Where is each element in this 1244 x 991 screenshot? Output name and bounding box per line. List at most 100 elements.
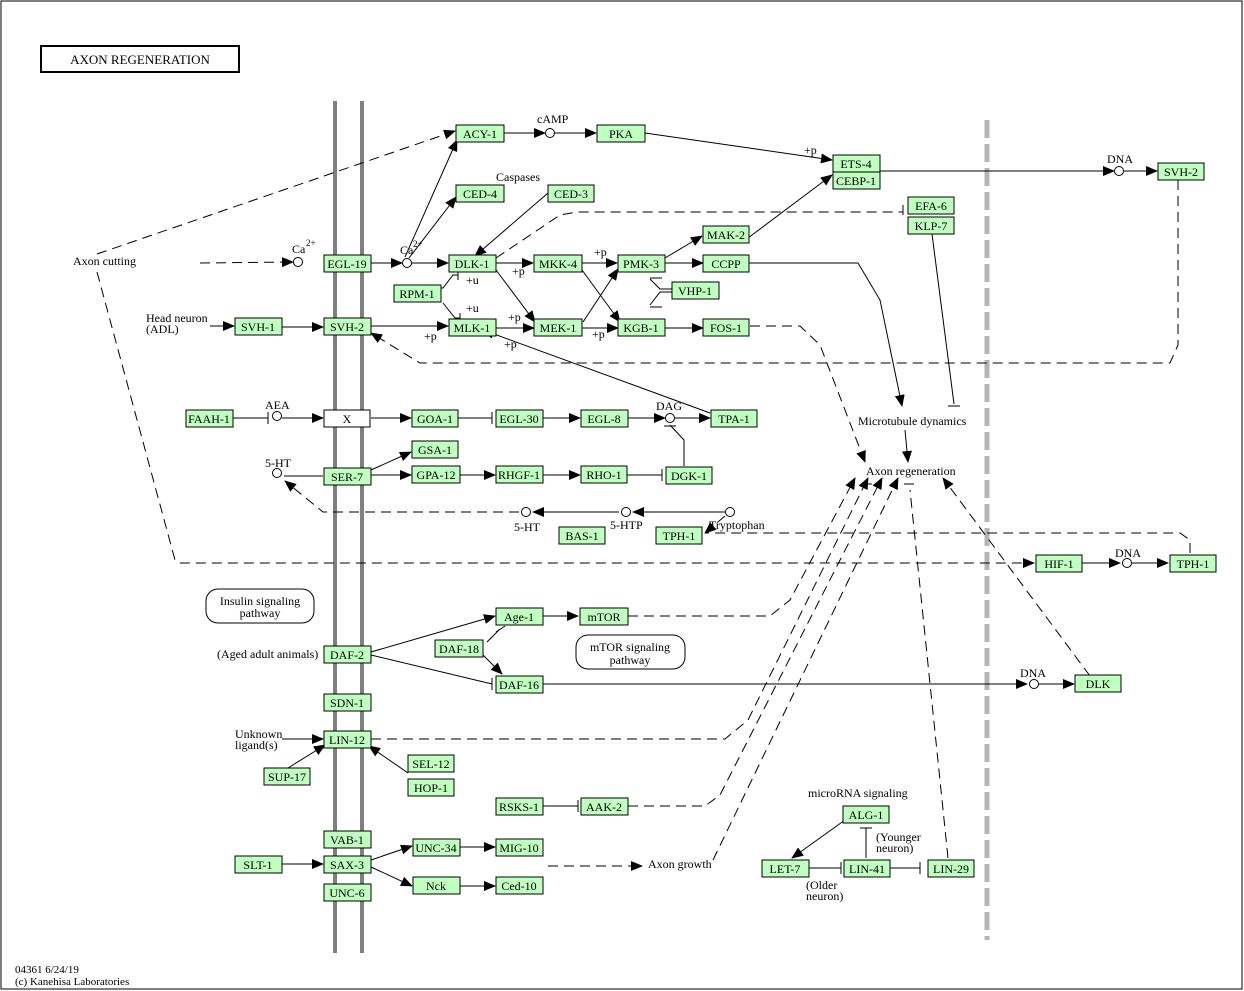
svg-text:SUP-17: SUP-17 <box>268 770 306 784</box>
phospho-label: +p <box>424 329 437 343</box>
svg-text:PMK-3: PMK-3 <box>623 257 659 271</box>
gene-ced10[interactable]: Ced-10 <box>495 876 544 895</box>
gene-vhp1[interactable]: VHP-1 <box>671 281 720 300</box>
gene-goa1[interactable]: GOA-1 <box>411 409 459 428</box>
gene-fos1[interactable]: FOS-1 <box>702 318 750 337</box>
dna-compound[interactable] <box>1114 166 1124 176</box>
unknown-ligand-label: Unknown <box>235 727 282 741</box>
calcium-compound[interactable] <box>293 257 303 267</box>
gene-ced4[interactable]: CED-4 <box>455 184 505 203</box>
gene-lin41[interactable]: LIN-41 <box>843 859 891 878</box>
svg-text:EGL-8: EGL-8 <box>587 412 620 426</box>
gene-tph1[interactable]: TPH-1 <box>655 526 703 545</box>
aea-compound[interactable] <box>272 411 282 421</box>
gene-svh1[interactable]: SVH-1 <box>234 317 283 336</box>
ubiquitin-label: +u <box>466 273 479 287</box>
gene-unc6[interactable]: UNC-6 <box>323 883 372 902</box>
gene-pka[interactable]: PKA <box>596 124 646 143</box>
gene-mtor[interactable]: mTOR <box>579 607 629 626</box>
svg-text:ETS-4: ETS-4 <box>840 157 871 171</box>
gene-acy1[interactable]: ACY-1 <box>455 124 505 143</box>
gene-efa6[interactable]: EFA-6 <box>907 196 955 215</box>
gene-tpa1[interactable]: TPA-1 <box>710 409 758 428</box>
serotonin-compound[interactable] <box>521 507 531 517</box>
phospho-label: +p <box>594 245 607 259</box>
calcium-compound[interactable] <box>402 258 412 268</box>
svg-text:CED-4: CED-4 <box>463 187 497 201</box>
gene-sel12[interactable]: SEL-12 <box>407 754 455 773</box>
gene-ets4[interactable]: ETS-4 <box>832 154 881 173</box>
gene-gpa12[interactable]: GPA-12 <box>411 465 461 484</box>
svg-text:LIN-41: LIN-41 <box>849 862 885 876</box>
svg-text:SAX-3: SAX-3 <box>330 858 364 872</box>
gene-dgk1[interactable]: DGK-1 <box>665 466 713 485</box>
gene-svh2-nuclear[interactable]: SVH-2 <box>1157 162 1205 181</box>
svg-text:CED-3: CED-3 <box>554 187 588 201</box>
gene-pmk3[interactable]: PMK-3 <box>617 254 666 273</box>
gene-x[interactable]: X <box>323 409 371 428</box>
dna-compound[interactable] <box>1122 558 1132 568</box>
svg-text:HIF-1: HIF-1 <box>1044 557 1073 571</box>
gene-dlk[interactable]: DLK <box>1074 674 1122 693</box>
gene-ced3[interactable]: CED-3 <box>547 184 595 203</box>
svg-text:DLK-1: DLK-1 <box>455 257 490 271</box>
5-htp-compound[interactable] <box>621 507 631 517</box>
gene-age1[interactable]: Age-1 <box>495 607 544 626</box>
gene-rhgf1[interactable]: RHGF-1 <box>495 465 544 484</box>
gene-slt1[interactable]: SLT-1 <box>234 855 283 874</box>
map-insulin-signaling[interactable]: Insulin signaling pathway <box>205 588 315 624</box>
gene-alg1[interactable]: ALG-1 <box>842 805 890 824</box>
gene-rho1[interactable]: RHO-1 <box>580 465 628 484</box>
gene-hif1[interactable]: HIF-1 <box>1035 554 1083 573</box>
gene-egl19[interactable]: EGL-19 <box>323 254 372 273</box>
gene-egl8[interactable]: EGL-8 <box>580 409 629 428</box>
map-mtor-signaling[interactable]: mTOR signaling pathway <box>575 634 686 670</box>
gene-let7[interactable]: LET-7 <box>761 859 810 878</box>
gene-lin29[interactable]: LIN-29 <box>927 859 975 878</box>
gene-ser7[interactable]: SER-7 <box>323 467 372 486</box>
gene-rpm1[interactable]: RPM-1 <box>393 284 442 303</box>
gene-egl30[interactable]: EGL-30 <box>495 409 544 428</box>
gene-daf16[interactable]: DAF-16 <box>495 675 544 694</box>
serotonin-compound[interactable] <box>272 468 282 478</box>
gene-mlk1[interactable]: MLK-1 <box>448 318 497 337</box>
gene-mak2[interactable]: MAK-2 <box>702 225 750 244</box>
gene-gsa1[interactable]: GSA-1 <box>411 440 459 459</box>
gene-sdn1[interactable]: SDN-1 <box>323 693 372 712</box>
camp-compound[interactable] <box>545 128 555 138</box>
gene-unc34[interactable]: UNC-34 <box>412 838 461 857</box>
gene-ccpp[interactable]: CCPP <box>702 254 750 273</box>
svg-text:VHP-1: VHP-1 <box>678 284 712 298</box>
svg-text:CCPP: CCPP <box>711 257 741 271</box>
gene-dlk1[interactable]: DLK-1 <box>448 254 497 273</box>
gene-lin12[interactable]: LIN-12 <box>323 730 372 749</box>
gene-hop1[interactable]: HOP-1 <box>407 778 455 797</box>
gene-tph1-nuclear[interactable]: TPH-1 <box>1169 554 1217 573</box>
gene-faah1[interactable]: FAAH-1 <box>185 409 234 428</box>
gene-daf18[interactable]: DAF-18 <box>434 639 484 658</box>
dag-compound[interactable] <box>665 413 675 423</box>
gene-bas1[interactable]: BAS-1 <box>558 526 606 545</box>
svg-text:HOP-1: HOP-1 <box>414 781 448 795</box>
gene-rsks1[interactable]: RSKS-1 <box>495 797 544 816</box>
gene-sax3[interactable]: SAX-3 <box>323 855 372 874</box>
svg-text:AAK-2: AAK-2 <box>586 800 622 814</box>
gene-vab1[interactable]: VAB-1 <box>323 830 372 849</box>
gene-cebp1[interactable]: CEBP-1 <box>832 171 881 190</box>
tryptophan-compound[interactable] <box>725 507 735 517</box>
gene-nck[interactable]: Nck <box>412 876 461 895</box>
gene-mig10[interactable]: MIG-10 <box>495 838 544 857</box>
gene-klp7[interactable]: KLP-7 <box>907 216 955 235</box>
dna-compound[interactable] <box>1029 679 1039 689</box>
younger-neuron-label: neuron) <box>876 841 913 855</box>
gene-daf2[interactable]: DAF-2 <box>323 645 372 664</box>
gene-aak2[interactable]: AAK-2 <box>580 797 629 816</box>
gene-kgb1[interactable]: KGB-1 <box>617 318 666 337</box>
gene-svh2[interactable]: SVH-2 <box>323 317 372 336</box>
younger-neuron-label: (Younger <box>876 830 921 844</box>
gene-mek1[interactable]: MEK-1 <box>533 318 583 337</box>
gene-sup17[interactable]: SUP-17 <box>263 767 311 786</box>
gene-mkk4[interactable]: MKK-4 <box>533 254 583 273</box>
head-neuron-label: Head neuron <box>146 311 208 325</box>
svg-text:TPA-1: TPA-1 <box>718 412 750 426</box>
